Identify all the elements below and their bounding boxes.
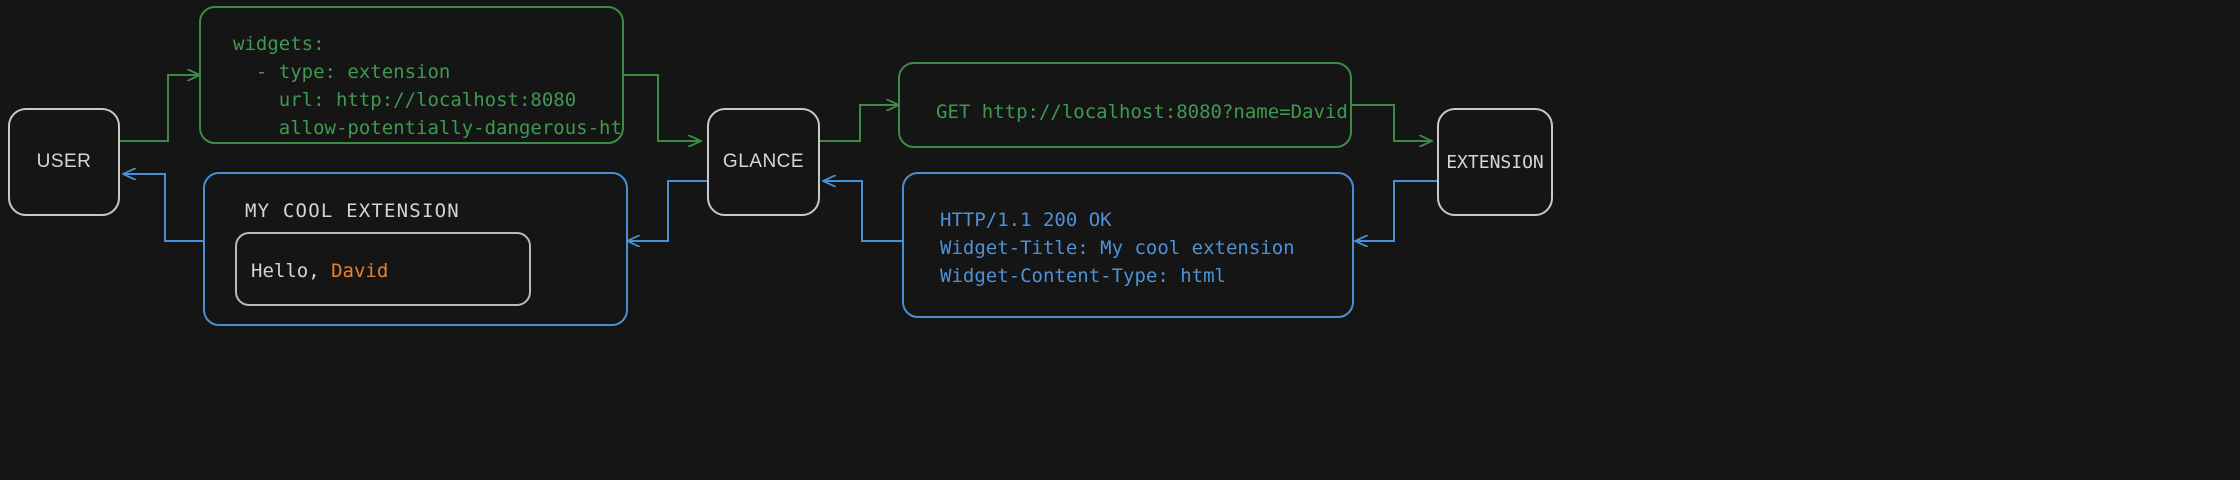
http-response-box[interactable]: HTTP/1.1 200 OK Widget-Title: My cool ex… bbox=[902, 172, 1354, 318]
node-user[interactable]: USER bbox=[8, 108, 120, 216]
http-request-text: GET http://localhost:8080?name=David bbox=[936, 101, 1348, 123]
node-glance-label: GLANCE bbox=[722, 151, 805, 172]
node-glance[interactable]: GLANCE bbox=[707, 108, 820, 216]
http-request-box[interactable]: GET http://localhost:8080?name=David bbox=[898, 62, 1352, 148]
edge-response-to-glance bbox=[824, 181, 902, 242]
widget-greeting-text: Hello, David bbox=[251, 260, 388, 282]
edge-request-to-extension bbox=[1352, 104, 1431, 141]
http-response-text: HTTP/1.1 200 OK Widget-Title: My cool ex… bbox=[940, 209, 1295, 287]
edge-extension-to-response bbox=[1356, 180, 1437, 241]
edge-glance-to-request bbox=[820, 105, 898, 142]
edge-glance-to-widget bbox=[628, 180, 707, 241]
widget-greeting-prefix: Hello, bbox=[251, 260, 332, 282]
yaml-config-text: widgets: - type: extension url: http://l… bbox=[233, 33, 624, 139]
edge-widget-to-user bbox=[124, 174, 203, 242]
edge-user-to-yaml bbox=[120, 75, 199, 142]
widget-greeting-accent: David bbox=[331, 260, 389, 282]
widget-content-card: Hello, David bbox=[235, 232, 531, 306]
yaml-config-box[interactable]: widgets: - type: extension url: http://l… bbox=[199, 6, 624, 144]
edge-yaml-to-glance bbox=[624, 74, 700, 141]
widget-title: MY COOL EXTENSION bbox=[245, 200, 460, 222]
node-extension-label: EXTENSION bbox=[1446, 151, 1544, 173]
rendered-widget-box[interactable]: MY COOL EXTENSION Hello, David bbox=[203, 172, 628, 326]
node-user-label: USER bbox=[36, 151, 92, 172]
node-extension[interactable]: EXTENSION bbox=[1437, 108, 1553, 216]
